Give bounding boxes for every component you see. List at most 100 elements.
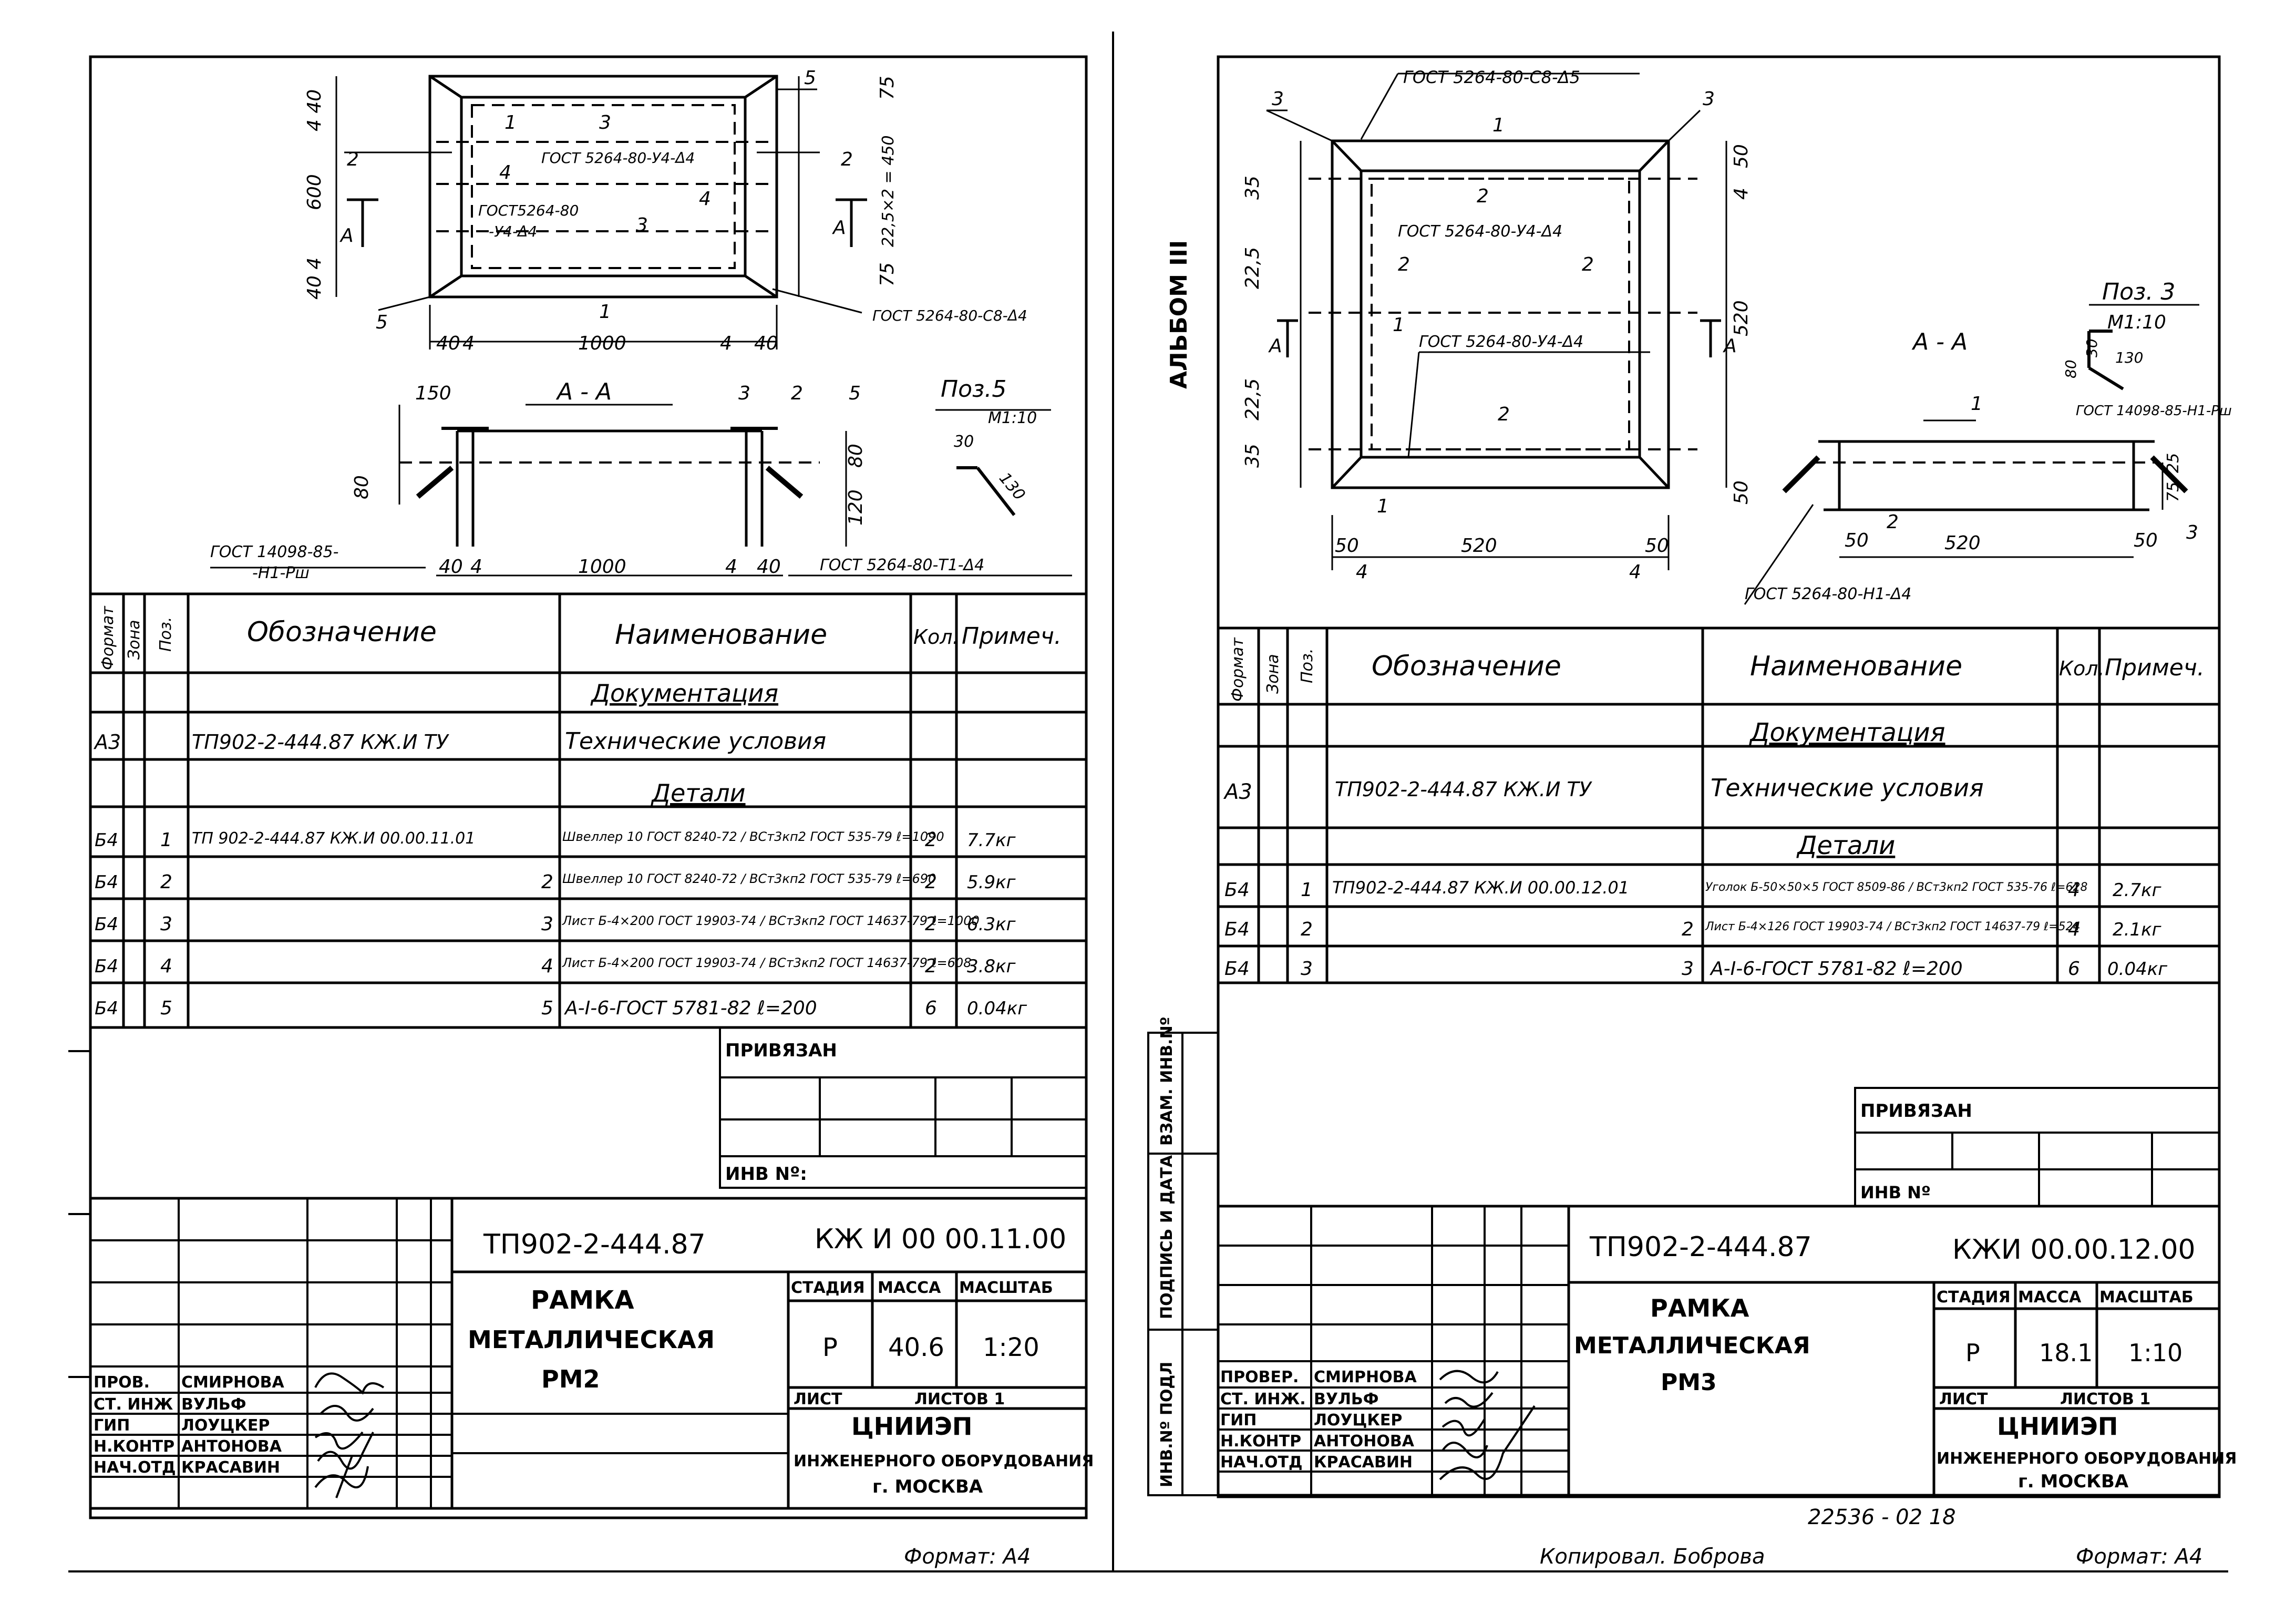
left-sec-dim-w4b: 4 [725, 556, 737, 578]
right-row1-format: Б4 [1224, 879, 1250, 901]
table-row: Б4 5 5 А-I-6-ГОСТ 5781-82 ℓ=200 6 0.04кг [95, 998, 1027, 1019]
left-row2-qty: 2 [925, 871, 937, 893]
left-sheet-code: КЖ И 00 00.11.00 [815, 1224, 1066, 1255]
right-row1-pos: 1 [1301, 879, 1313, 901]
left-hdr-name: Наименование [615, 619, 827, 651]
right-callout-3b: 3 [1703, 88, 1715, 110]
left-mass: 40.6 [888, 1333, 944, 1362]
left-sec-dim-120: 120 [845, 489, 867, 526]
right-org-1: ЦНИИЭП [1997, 1412, 2118, 1441]
right-callout-3a: 3 [1272, 88, 1284, 110]
left-section-parts: Детали [651, 779, 746, 807]
right-gost-mid: ГОСТ 5264-80-У4-Δ4 [1398, 222, 1562, 241]
left-col-mass: МАССА [878, 1279, 941, 1297]
left-callout-1b: 1 [599, 301, 611, 323]
left-section-view [210, 404, 1072, 577]
left-callout-3b: 3 [636, 214, 648, 236]
right-gost-low: ГОСТ 5264-80-У4-Δ4 [1419, 333, 1583, 351]
left-row4-note: 3.8кг [967, 956, 1016, 977]
table-row: Б4 1 ТП902-2-444.87 КЖ.И 00.00.12.01 Уго… [1224, 878, 2162, 901]
left-row0-designation: ТП902-2-444.87 КЖ.И ТУ [192, 731, 450, 754]
left-sec-dim-w40b: 40 [757, 556, 781, 578]
left-privyazan: ПРИВЯЗАН [725, 1040, 837, 1061]
left-row4-qty: 2 [925, 955, 937, 977]
right-hdr-zone: Зона [1264, 654, 1282, 694]
right-scale: 1:10 [2128, 1339, 2182, 1367]
right-row0-designation: ТП902-2-444.87 КЖ.И ТУ [1335, 778, 1593, 801]
left-sec-callout-5: 5 [849, 383, 861, 404]
right-sheet-code: КЖИ 00.00.12.00 [1952, 1234, 2196, 1266]
left-dim-600: 600 [304, 174, 325, 210]
format-right: Формат: А4 [2076, 1545, 2202, 1569]
left-row1-note: 7.7кг [967, 830, 1016, 851]
left-stage: Р [822, 1333, 838, 1362]
left-dim-w4b: 4 [720, 333, 732, 354]
right-row3-format: Б4 [1224, 958, 1250, 980]
left-sec-dim-w40: 40 [439, 556, 463, 578]
left-hdr-designation: Обозначение [247, 616, 437, 648]
right-row0-name: Технические условия [1711, 774, 1984, 802]
stamp-number: 22536 - 02 18 [1808, 1505, 1956, 1529]
right-pos3-detail [2087, 304, 2199, 390]
left-dim-w40b: 40 [754, 333, 778, 354]
left-sec-gost-right: ГОСТ 5264-80-Т1-Δ4 [820, 556, 984, 574]
right-callout-2a: 2 [1477, 186, 1489, 207]
left-hdr-qty: Кол. [913, 625, 959, 649]
left-row2-pos: 2 [160, 871, 172, 893]
right-plan-view [1266, 73, 1727, 570]
left-row5-note: 0.04кг [967, 998, 1027, 1019]
table-row: А3 ТП902-2-444.87 КЖ.И ТУ Технические ус… [1223, 774, 1984, 804]
left-org-3: г. МОСКВА [872, 1476, 983, 1497]
right-dim-225b: 22,5 [1242, 378, 1263, 420]
side-stamp-vzam: ВЗАМ. ИНВ.Nº [1158, 1016, 1176, 1146]
left-callout-2a: 2 [347, 149, 359, 170]
left-row3-name: Лист Б-4×200 ГОСТ 19903-74 / ВСт3кп2 ГОС… [562, 913, 980, 928]
right-callout-2d: 2 [1498, 404, 1510, 425]
right-row1-designation: ТП902-2-444.87 КЖ.И 00.00.12.01 [1332, 878, 1629, 898]
right-section-mark-a1: А [1268, 335, 1282, 357]
right-col-stage: СТАДИЯ [1937, 1288, 2011, 1307]
left-col-scale: МАСШТАБ [959, 1279, 1053, 1297]
copied-by: Копировал. Боброва [1540, 1545, 1765, 1569]
left-row2-note: 5.9кг [967, 872, 1016, 893]
table-row: Б4 2 2 Швеллер 10 ГОСТ 8240-72 / ВСт3кп2… [95, 871, 1016, 893]
right-row2-pos: 2 [1301, 919, 1313, 940]
right-section-title: А - А [1911, 328, 1968, 355]
right-row3-pos: 3 [1301, 958, 1313, 980]
right-hdr-pos: Поз. [1298, 649, 1316, 683]
left-row3-pos: 3 [160, 913, 172, 935]
right-callout-2b: 2 [1398, 254, 1410, 275]
left-dim-450: 22,5×2 = 450 [879, 136, 898, 248]
table-row: Б4 4 4 Лист Б-4×200 ГОСТ 19903-74 / ВСт3… [95, 955, 1016, 977]
left-callout-4b: 4 [699, 188, 711, 210]
left-row5-name: А-I-6-ГОСТ 5781-82 ℓ=200 [564, 998, 817, 1019]
right-dim-w4b: 4 [1629, 561, 1641, 583]
right-name-4: КРАСАВИН [1314, 1453, 1413, 1472]
right-pos-scale: М1:10 [2107, 312, 2166, 333]
right-name-1: ВУЛЬФ [1314, 1390, 1379, 1409]
right-role-3: Н.КОНТР [1220, 1432, 1301, 1451]
right-sec-dim-50a: 50 [1845, 530, 1869, 551]
left-pos-dim-30: 30 [954, 433, 974, 451]
right-spec-table-grid [1217, 626, 2221, 984]
right-role-4: НАЧ.ОТД [1220, 1453, 1303, 1472]
left-sec-dim-80: 80 [351, 475, 373, 499]
right-dim-w50a: 50 [1335, 535, 1359, 557]
left-gost-left1: ГОСТ5264-80 [478, 202, 579, 219]
right-callout-1c: 1 [1377, 496, 1389, 517]
right-dim-w520: 520 [1461, 535, 1497, 557]
left-name-1: ВУЛЬФ [181, 1395, 246, 1414]
left-title-block-grid [89, 1197, 1088, 1510]
table-row: Б4 3 3 Лист Б-4×200 ГОСТ 19903-74 / ВСт3… [95, 913, 1016, 935]
left-role-3: Н.КОНТР [94, 1437, 174, 1456]
left-row1-pos: 1 [160, 829, 172, 851]
format-left: Формат: А4 [904, 1545, 1031, 1569]
left-row1-format: Б4 [95, 830, 118, 851]
right-callout-1b: 1 [1393, 314, 1405, 336]
left-signatures [314, 1372, 385, 1498]
right-role-1: СТ. ИНЖ. [1220, 1390, 1306, 1409]
right-row3-designation: 3 [1682, 958, 1694, 980]
side-stamp-grid [1147, 1032, 1219, 1496]
left-gost-top: ГОСТ 5264-80-У4-Δ4 [541, 149, 695, 167]
left-dim-w40a: 40 [436, 333, 460, 354]
